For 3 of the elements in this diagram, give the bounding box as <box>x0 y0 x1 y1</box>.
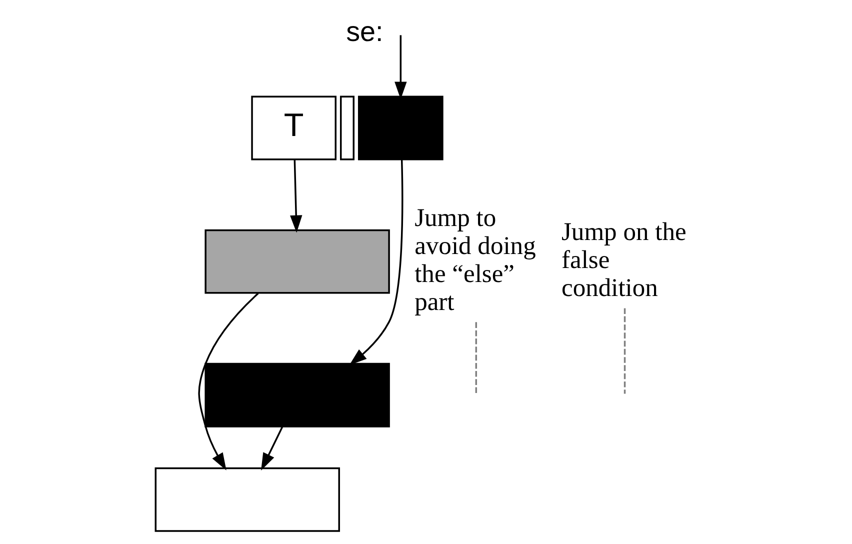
label: se: <box>346 16 383 48</box>
node-text: Jump to avoid doing the “else” part <box>414 203 536 316</box>
node-text: Jump on the false condition <box>560 217 686 302</box>
